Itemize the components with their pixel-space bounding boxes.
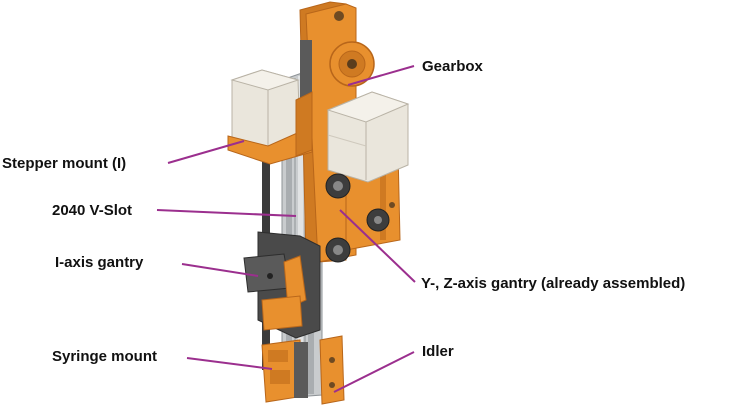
label-vslot: 2040 V-Slot (52, 202, 133, 219)
leader-vslot (156, 209, 297, 217)
leader-i-gantry (181, 263, 259, 277)
leader-yz-gantry (339, 209, 416, 283)
label-syringe-mount: Syringe mount (52, 348, 158, 365)
leader-lines (156, 65, 416, 393)
leader-gearbox (347, 65, 415, 86)
label-i-gantry: I-axis gantry (55, 254, 144, 271)
idler-body (319, 335, 345, 405)
stepper-mount-left (227, 69, 313, 165)
syringe-mount-body (261, 339, 308, 403)
leader-stepper-mount (167, 140, 245, 164)
stepper-motor-icon (326, 91, 410, 183)
label-stepper-mount: Stepper mount (I) (2, 155, 127, 172)
label-yz-gantry: Y-, Z-axis gantry (already assembled) (421, 275, 686, 292)
leader-idler (333, 351, 415, 393)
gearbox-body (300, 40, 375, 100)
label-idler: Idler (422, 343, 454, 360)
leader-syringe (186, 357, 273, 370)
i-axis-gantry-body (243, 231, 321, 339)
wheel-icon (325, 173, 390, 263)
label-gearbox: Gearbox (422, 58, 483, 75)
